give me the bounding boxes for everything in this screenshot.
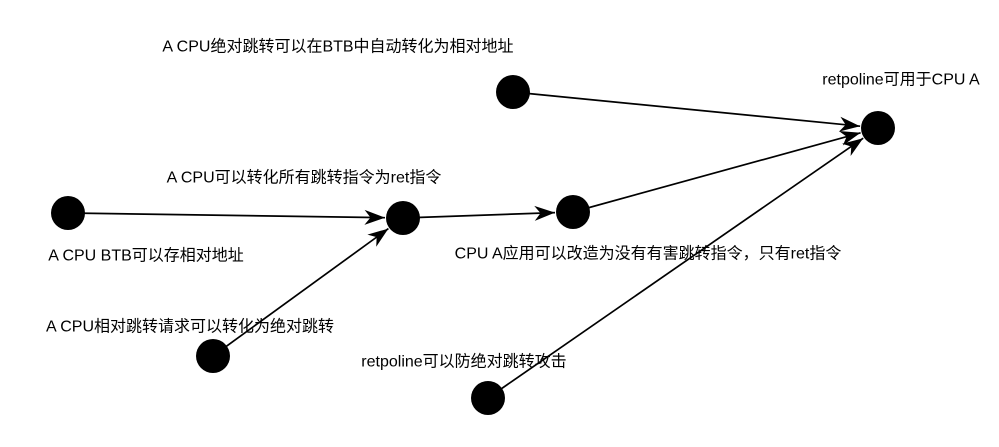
node-layer [51, 75, 895, 415]
label-app-only-ret: CPU A应用可以改造为没有有害跳转指令，只有ret指令 [455, 244, 842, 263]
label-abs-jump-btb-auto-rel: A CPU绝对跳转可以在BTB中自动转化为相对地址 [162, 38, 513, 56]
node-retpoline-for-cpu-a [861, 111, 895, 145]
node-all-jumps-to-ret [386, 201, 420, 235]
edge-rel-jump-to-abs-to-all-jumps-to-ret [212, 227, 389, 357]
edge-layer [67, 91, 864, 399]
edge-btb-stores-rel-addr-to-all-jumps-to-ret [67, 209, 386, 225]
label-retpoline-for-cpu-a: retpoline可用于CPU A [822, 72, 980, 89]
node-rel-jump-to-abs [196, 339, 230, 373]
edge-abs-jump-btb-auto-rel-to-retpoline-for-cpu-a [512, 91, 861, 132]
node-abs-jump-btb-auto-rel [496, 75, 530, 109]
edge-retpoline-blocks-abs-to-retpoline-for-cpu-a [487, 137, 864, 399]
label-btb-stores-rel-addr: A CPU BTB可以存相对地址 [48, 247, 244, 265]
node-app-only-ret [556, 195, 590, 229]
label-layer: A CPU绝对跳转可以在BTB中自动转化为相对地址 retpoline可用于CPU… [46, 38, 980, 371]
label-all-jumps-to-ret: A CPU可以转化所有跳转指令为ret指令 [167, 169, 442, 187]
node-retpoline-blocks-abs [471, 381, 505, 415]
label-retpoline-blocks-abs: retpoline可以防绝对跳转攻击 [361, 353, 566, 371]
node-btb-stores-rel-addr [51, 196, 85, 230]
edge-all-jumps-to-ret-to-app-only-ret [402, 205, 556, 221]
label-rel-jump-to-abs: A CPU相对跳转请求可以转化为绝对跳转 [46, 318, 334, 336]
edge-app-only-ret-to-retpoline-for-cpu-a [572, 131, 861, 213]
